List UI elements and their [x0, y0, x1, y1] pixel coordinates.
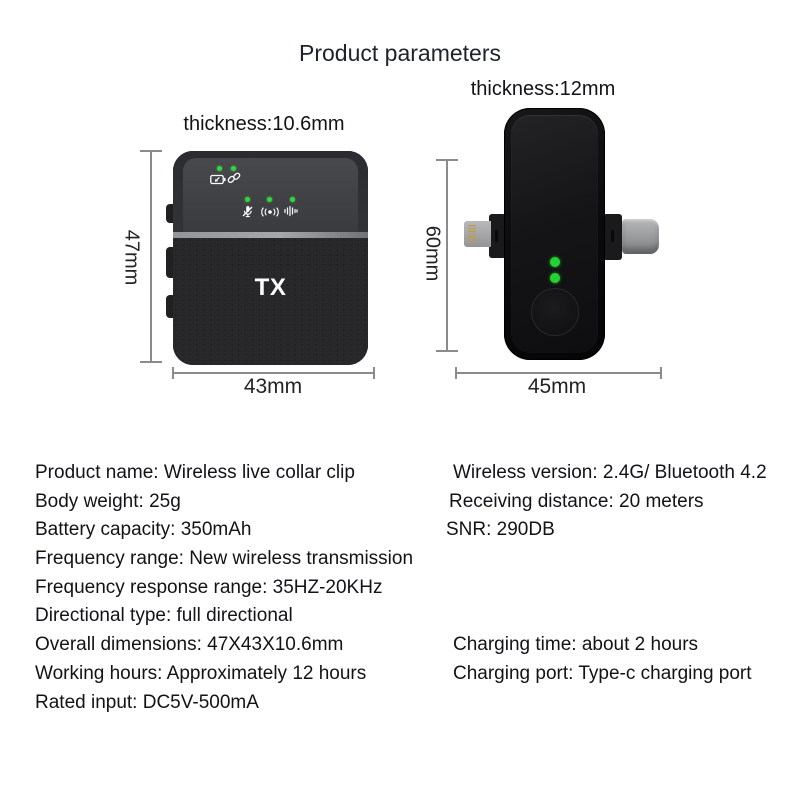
rx-width-dim-line	[455, 372, 662, 374]
page-title: Product parameters	[299, 40, 501, 66]
tx-width-label: 43mm	[243, 375, 303, 398]
rx-thickness-label: thickness:12mm	[470, 78, 616, 100]
spec-list-right: Wireless version: 2.4G/ Bluetooth 4.2 Re…	[446, 459, 800, 719]
rx-height-label: 60mm	[421, 225, 444, 282]
tx-width-dim-tick-left	[172, 367, 174, 379]
link-icon	[227, 172, 241, 184]
rx-led-1	[550, 257, 560, 267]
volume-bars-icon	[284, 205, 298, 217]
rx-width-dim-tick-right	[660, 367, 662, 379]
tx-led-panel	[173, 151, 368, 232]
mic-mute-icon	[242, 206, 253, 218]
usbc-connector	[622, 219, 659, 254]
tx-side-button-1	[166, 204, 174, 223]
tx-height-dim-tick-top	[140, 150, 162, 152]
tx-label: TX	[254, 274, 287, 301]
tx-height-label: 47mm	[120, 229, 143, 286]
rx-width-label: 45mm	[527, 375, 587, 398]
tx-height-dim-tick-bottom	[140, 361, 162, 363]
battery-icon	[210, 174, 226, 185]
tx-width-dim-tick-right	[373, 367, 375, 379]
lightning-connector	[464, 221, 491, 247]
tx-thickness-label: thickness:10.6mm	[183, 113, 345, 135]
spec-snr: SNR: 290DB	[446, 519, 555, 541]
tx-led-link	[231, 166, 236, 171]
spec-frequency-range: Frequency range: New wireless transmissi…	[35, 548, 414, 570]
spec-list-left: Product name: Wireless live collar clip …	[35, 459, 413, 717]
tx-led-signal	[267, 197, 272, 202]
tx-width-dim-line	[172, 372, 375, 374]
rx-height-dim-line	[446, 160, 448, 352]
spec-product-name: Product name: Wireless live collar clip	[35, 462, 355, 483]
signal-icon	[261, 207, 279, 217]
spec-working-hours: Working hours: Approximately 12 hours	[35, 662, 367, 684]
rx-lightning-base-slot	[495, 230, 498, 242]
spec-body-weight: Body weight: 25g	[35, 490, 181, 512]
tx-led-mute	[245, 197, 250, 202]
tx-device: TX	[173, 151, 368, 365]
spec-receiving-distance: Receiving distance: 20 meters	[449, 490, 704, 512]
spec-frequency-response: Frequency response range: 35HZ-20KHz	[35, 576, 383, 598]
spec-wireless-version: Wireless version: 2.4G/ Bluetooth 4.2	[453, 462, 767, 483]
spec-charging-time: Charging time: about 2 hours	[453, 634, 699, 656]
tx-side-button-3	[166, 295, 174, 318]
spec-directional-type: Directional type: full directional	[35, 605, 293, 627]
tx-led-volume	[290, 197, 295, 202]
lightning-pins	[468, 224, 476, 244]
tx-body-lower: TX	[173, 238, 368, 365]
tx-led-panel-inner	[183, 158, 358, 232]
spec-charging-port: Charging port: Type-c charging port	[453, 662, 752, 684]
rx-width-dim-tick-left	[455, 367, 457, 379]
tx-divider-stripe	[173, 232, 368, 238]
rx-led-2	[550, 273, 560, 283]
rx-pairing-button	[531, 288, 579, 336]
tx-led-battery	[217, 166, 222, 171]
spec-overall-dimensions: Overall dimensions: 47X43X10.6mm	[35, 634, 344, 656]
rx-usbc-base-slot	[611, 230, 614, 242]
spec-rated-input: Rated input: DC5V-500mA	[35, 691, 259, 713]
tx-side-button-2	[166, 247, 174, 278]
rx-height-dim-tick-bottom	[436, 350, 458, 352]
tx-height-dim-line	[150, 151, 152, 363]
rx-height-dim-tick-top	[436, 159, 458, 161]
spec-battery-capacity: Battery capacity: 350mAh	[35, 519, 252, 541]
